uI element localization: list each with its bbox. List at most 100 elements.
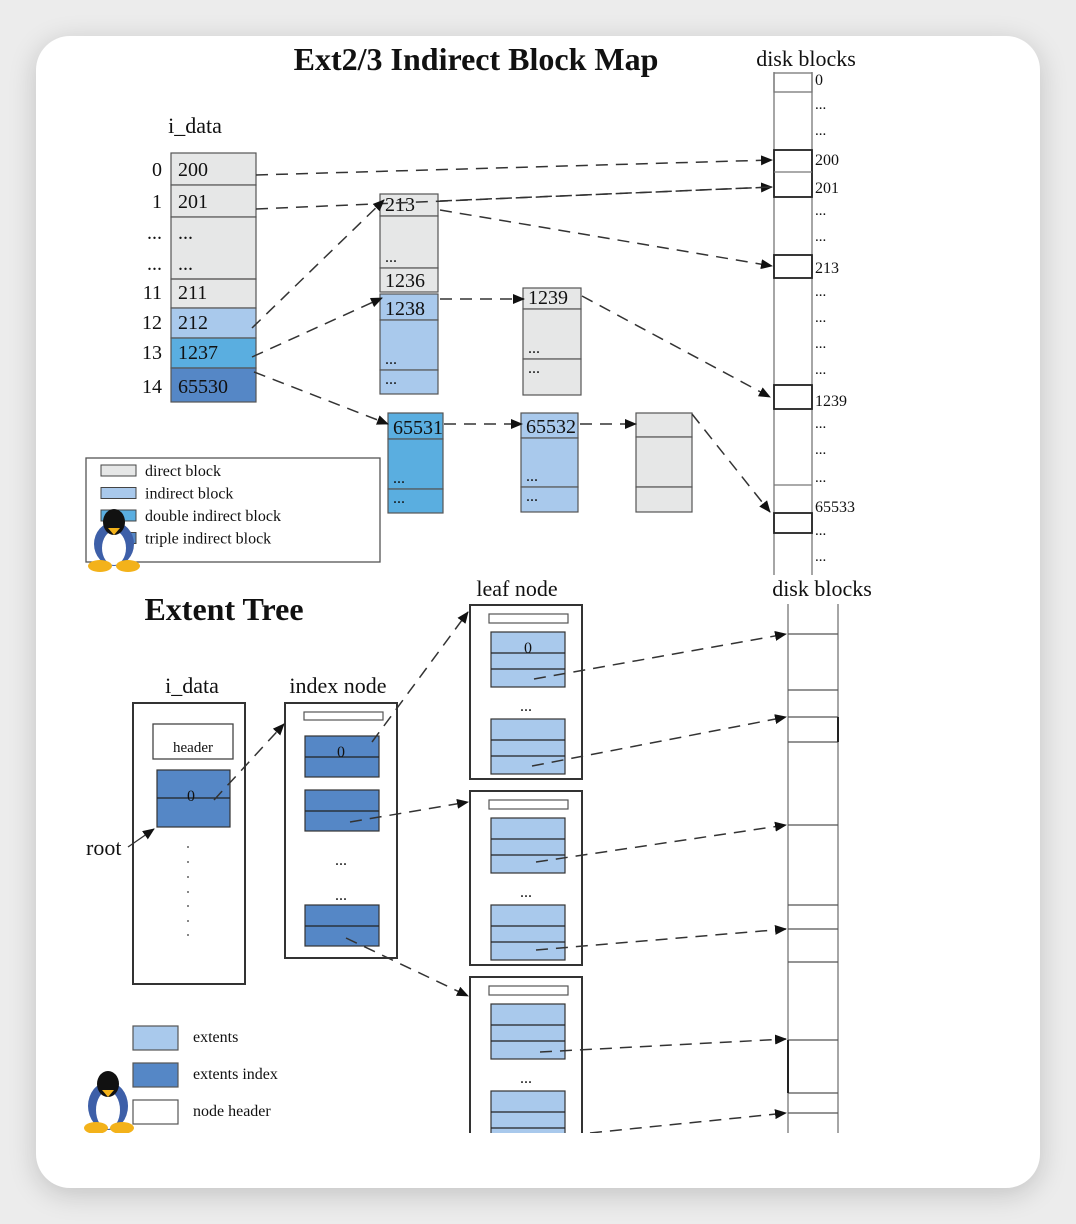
arrow-1239: [581, 295, 771, 398]
legend-swatch-direct: [100, 464, 137, 477]
block-row: [520, 437, 579, 488]
disk-block-label: ...: [815, 470, 826, 486]
arrow-root-to-index: [213, 723, 285, 801]
leaf-extent: [490, 631, 566, 688]
i-data-label: i_data: [168, 113, 222, 138]
disk-block-1239: [773, 384, 813, 410]
arrow-index-to-leaf-3: [345, 937, 469, 997]
legend-label-direct: direct block: [145, 463, 221, 480]
arrow-201: [255, 182, 773, 210]
arrow-1237: [251, 297, 383, 358]
double-indirect-block-65531: 65532......: [520, 412, 579, 513]
tux-penguin-icon: [88, 509, 140, 572]
leaf-extent: [490, 817, 566, 874]
legend-swatch-extents: [132, 1025, 179, 1051]
indirect-block-212: 213...1236: [379, 193, 439, 293]
i-data-value: ...: [178, 253, 193, 275]
i-data-index: 1: [152, 191, 162, 213]
disk-block-65533: [773, 512, 813, 534]
i-data-cell: [170, 152, 257, 186]
i-data-table: 20002011............21111212121237136553…: [142, 152, 257, 403]
arrow-extent-5: [539, 1034, 787, 1053]
i-data-index: ...: [147, 222, 162, 244]
disk-blocks-label-top: disk blocks: [756, 46, 856, 71]
disk-blocks-column-top: 0......200201......213............1239..…: [773, 72, 855, 575]
arrow-65533: [691, 413, 771, 513]
disk-block-label: ...: [815, 416, 826, 432]
leaf-extent: [490, 904, 566, 961]
arrow-index-to-leaf-1: [371, 611, 469, 743]
root-label: root: [86, 835, 121, 860]
disk-blocks-column-bottom: [787, 604, 839, 1133]
legend-label-triple_indirect: triple indirect block: [145, 531, 271, 548]
block-row-label: ...: [385, 371, 397, 388]
i-data-value: 1237: [178, 342, 218, 364]
i-data-cell: [171, 217, 256, 248]
block-row-label: ...: [528, 360, 540, 377]
disk-block-label: 65533: [815, 499, 855, 516]
leaf-ellipsis: ...: [520, 884, 532, 901]
leaf-extent: [490, 1003, 566, 1060]
index-ellipsis-1: ...: [335, 852, 347, 869]
block-row: [387, 438, 444, 490]
leaf-extent: [490, 1090, 566, 1133]
i-data-cell: [170, 367, 257, 403]
i-data-index: 11: [143, 282, 162, 304]
disk-block-label: ...: [815, 284, 826, 300]
block-row-label: 65531: [393, 417, 443, 439]
i-data-value: 201: [178, 191, 208, 213]
i-data-header-label: header: [173, 740, 213, 756]
double-indirect-block-1237: 1238......: [379, 293, 439, 395]
disk-block-213: [773, 254, 813, 279]
disk-block-label: ...: [815, 229, 826, 245]
block-row: [379, 267, 439, 293]
leaf-node-header: [488, 799, 569, 810]
index-entry-label: 0: [337, 744, 345, 761]
i-data-header-box: [152, 723, 234, 760]
arrow-extent-6: [589, 1109, 787, 1133]
block-row-label: 1238: [385, 298, 425, 320]
i-data-dots: [187, 846, 189, 936]
block-row: [635, 486, 693, 513]
triple-indirect-block-65530: 65531......: [387, 412, 444, 514]
leaf-node: ...: [469, 976, 583, 1133]
legend-swatch-extents_index: [132, 1062, 179, 1088]
indirect-block-1238: 1239......: [522, 287, 582, 396]
pointer-arrows-bottom: [213, 611, 787, 1133]
block-row-label: ...: [526, 468, 538, 485]
pointer-arrows-top: [251, 155, 773, 513]
direct-block-65532: [635, 412, 693, 513]
arrow-200: [255, 155, 773, 176]
block-row-label: 65532: [526, 416, 576, 438]
disk-block-label: 0: [815, 72, 823, 89]
index-node-label: index node: [289, 673, 386, 698]
leaf-ellipsis: ...: [520, 698, 532, 715]
arrow-65530: [253, 371, 389, 425]
disk-block-label: ...: [815, 549, 826, 565]
i-data-value: 200: [178, 159, 208, 181]
i-data-ellipsis-frame: [170, 216, 257, 280]
i-data-cell: [171, 248, 256, 279]
i-data-index: 13: [142, 342, 162, 364]
leaf-node: 0...: [469, 604, 583, 780]
root-arrow: [127, 828, 155, 848]
arrow-extent-4: [535, 924, 787, 951]
legend-swatch-indirect: [100, 487, 137, 499]
legend-label-extents_index: extents index: [193, 1066, 278, 1083]
block-row: [379, 215, 439, 269]
i-data-value: 211: [178, 282, 207, 304]
block-row: [387, 488, 444, 514]
i-data-index: 12: [142, 312, 162, 334]
block-row-label: ...: [385, 249, 397, 266]
disk-block-label: 201: [815, 180, 839, 197]
i-data-value: 212: [178, 312, 208, 334]
arrow-extent-1: [533, 631, 787, 680]
disk-block-label: ...: [815, 362, 826, 378]
disk-block-label: ...: [815, 310, 826, 326]
index-ellipsis-2: ...: [335, 887, 347, 904]
block-row: [379, 319, 439, 371]
block-row-label: 213: [385, 194, 415, 216]
arrow-213-line: [439, 186, 773, 202]
